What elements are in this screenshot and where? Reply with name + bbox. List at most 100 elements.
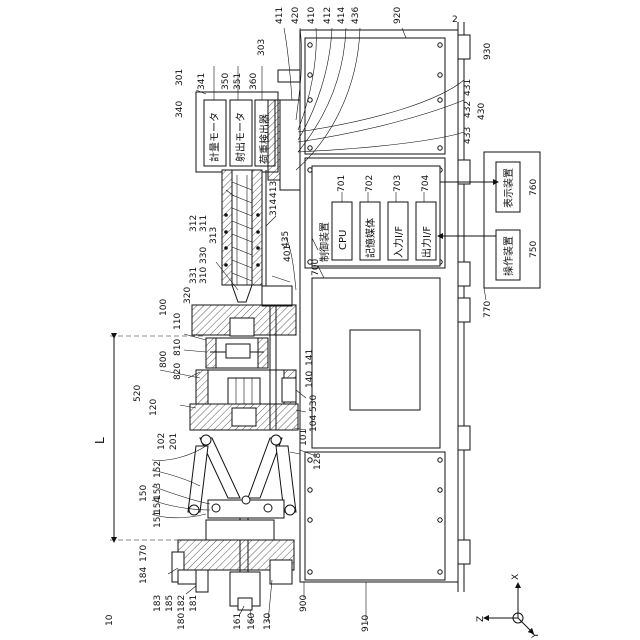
cavity [226,344,250,358]
output-if-label: 出力I/F [420,226,433,258]
injection-motor-label: 射出モータ [234,112,247,162]
frame-920 [305,38,445,154]
ref-414: 414 [337,7,347,24]
platen-center-bore [230,318,254,336]
operation-label: 操作装置 [502,236,515,276]
nozzle-320 [232,285,252,302]
foot-pad [458,298,470,322]
ref-530: 530 [309,395,319,412]
display-label: 表示装置 [502,168,515,208]
movable-platen-bore [232,408,256,426]
ref-180: 180 [177,613,187,630]
ref-183: 183 [153,595,163,612]
foot-pad [458,426,470,450]
ref-151: 151 [153,511,163,528]
ref-100: 100 [159,299,169,316]
foot-pad [458,540,470,564]
figure-number: 10 [105,614,115,626]
ref-160: 160 [247,613,257,630]
ref-120: 120 [149,399,159,416]
ref-141: 141 [305,349,315,366]
ref-314: 314 [269,199,279,216]
cpu-label: CPU [338,230,349,250]
foot-pad [458,160,470,184]
ref-820: 820 [173,363,183,380]
ref-800: 800 [159,351,169,368]
ref-413: 413 [269,181,279,198]
motor-shaft-161 [238,598,252,610]
foot-pad [458,262,470,286]
frame-center-window [350,330,420,410]
ref-350: 350 [221,73,231,90]
ref-703: 703 [393,175,403,192]
axis-x-label: X [511,574,521,580]
ref-411: 411 [275,7,285,24]
load-detector-label: 荷重検出器 [258,114,271,164]
ref-184: 184 [139,567,149,584]
axis-indicator [486,585,532,632]
ref-128: 128 [313,453,323,470]
ref-760: 760 [529,179,539,196]
ref-520: 520 [133,385,143,402]
cylinder-wall-left [222,170,232,285]
ref-331: 331 [189,267,199,284]
ref-340: 340 [175,101,185,118]
ref-161: 161 [233,613,243,630]
platen-slide [282,378,296,402]
ref-170: 170 [139,545,149,562]
ref-401: 401 [283,245,293,262]
ref-320: 320 [183,287,193,304]
ref-330: 330 [199,247,209,264]
ref-700: 700 [311,259,321,276]
ref-140: 140 [305,371,315,388]
ref-312: 312 [189,215,199,232]
mold-area [190,305,298,430]
cylinder-wall-right [252,170,262,285]
ref-702: 702 [365,175,375,192]
input-if-label: 入力I/F [392,226,405,258]
ref-430: 430 [477,103,487,120]
foot-pad [458,35,470,59]
ref-185: 185 [165,595,175,612]
ref-303: 303 [257,39,267,56]
ref-433: 433 [463,127,473,144]
ref-810: 810 [173,339,183,356]
ref-182: 182 [177,595,187,612]
ref-152: 152 [153,461,163,478]
ref-341: 341 [197,73,207,90]
ref-181: 181 [189,595,199,612]
ref-311: 311 [199,215,209,232]
ref-360: 360 [249,73,259,90]
metering-motor-label: 計量モータ [208,112,221,162]
ref-704: 704 [421,175,431,192]
ref-2: 2 [452,15,458,25]
guide-bracket [278,70,300,82]
controller-label: 制御装置 [318,222,331,262]
adjust-motor-181 [196,570,208,592]
ref-431: 431 [463,79,473,96]
ref-920: 920 [393,7,403,24]
ref-412: 412 [323,7,333,24]
frame-910 [305,452,445,580]
ref-410: 410 [307,7,317,24]
support-housing [206,520,274,540]
carriage-block [262,286,292,306]
ref-301: 301 [175,69,185,86]
ref-310: 310 [199,267,209,284]
ref-110: 110 [173,313,183,330]
rear-block [270,560,292,584]
ref-351: 351 [233,73,243,90]
ref-930: 930 [483,43,493,60]
dimension-label: L [93,437,107,444]
ref-701: 701 [337,175,347,192]
ref-102: 102 [157,433,167,450]
ref-130: 130 [263,613,273,630]
ref-910: 910 [361,615,371,632]
ref-436: 436 [351,7,361,24]
ref-150: 150 [139,485,149,502]
injection-unit [196,70,300,306]
toggle-link-outer-left [188,446,208,512]
ref-750: 750 [529,241,539,258]
ref-101: 101 [299,429,309,446]
